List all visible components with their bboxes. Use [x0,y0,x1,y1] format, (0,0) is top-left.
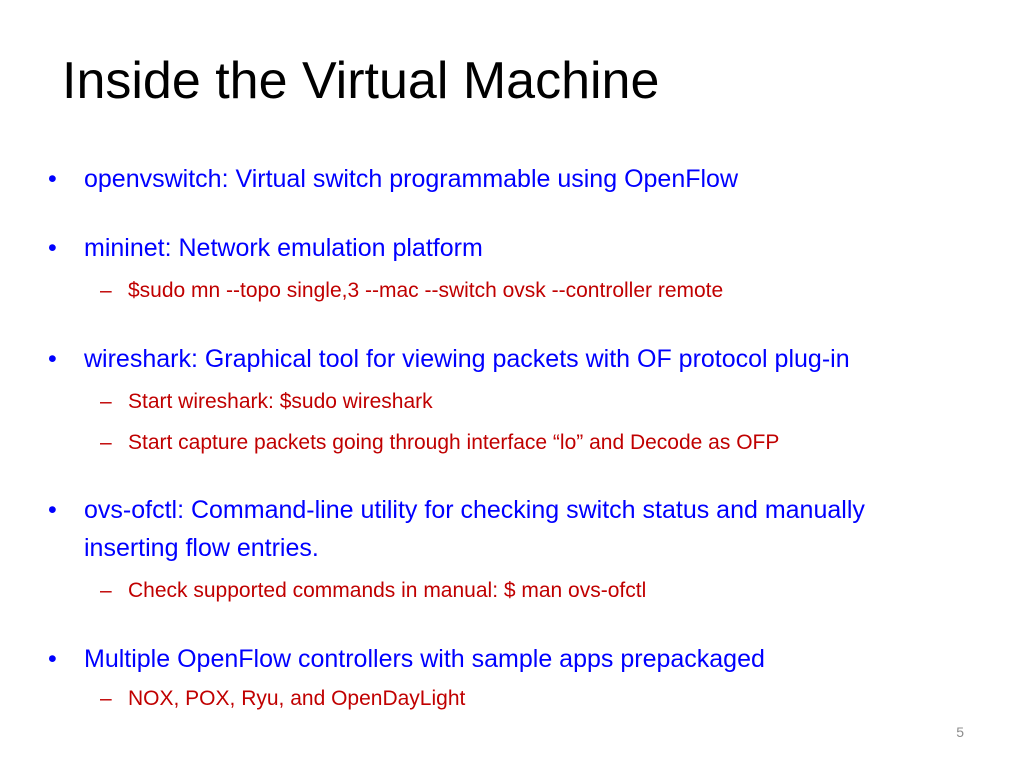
sub-bullet-text: $sudo mn --topo single,3 --mac --switch … [128,279,724,302]
bullet-openvswitch: • openvswitch: Virtual switch programmab… [48,160,984,198]
bullet-marker: • [48,645,57,673]
sub-bullet-marker: – [100,579,112,602]
bullet-marker: • [48,345,57,373]
bullet-text: openvswitch: Virtual switch programmable… [84,165,739,193]
bullet-wireshark: • wireshark: Graphical tool for viewing … [48,340,994,378]
sub-bullet-marker: – [100,279,112,302]
sub-bullet-wireshark-start: – Start wireshark: $sudo wireshark [100,387,988,417]
sub-bullet-text: Start wireshark: $sudo wireshark [128,390,433,413]
sub-bullet-marker: – [100,431,112,454]
bullet-marker: • [48,234,57,262]
bullet-text: ovs-ofctl: Command-line utility for chec… [84,496,865,562]
sub-bullet-marker: – [100,390,112,413]
bullet-marker: • [48,165,57,193]
sub-bullet-ovs-ofctl-manual: – Check supported commands in manual: $ … [100,576,988,606]
sub-bullet-controllers-list: – NOX, POX, Ryu, and OpenDayLight [100,684,988,714]
bullet-text: Multiple OpenFlow controllers with sampl… [84,645,765,673]
bullet-ovs-ofctl: • ovs-ofctl: Command-line utility for ch… [48,491,874,567]
sub-bullet-text: Start capture packets going through inte… [128,431,780,454]
bullet-text: mininet: Network emulation platform [84,234,483,262]
bullet-controllers: • Multiple OpenFlow controllers with sam… [48,640,984,678]
slide-title: Inside the Virtual Machine [62,52,660,110]
sub-bullet-text: NOX, POX, Ryu, and OpenDayLight [128,687,466,710]
bullet-mininet: • mininet: Network emulation platform [48,229,984,267]
bullet-marker: • [48,496,57,524]
page-number: 5 [956,724,964,740]
sub-bullet-mininet-command: – $sudo mn --topo single,3 --mac --switc… [100,276,988,306]
sub-bullet-marker: – [100,687,112,710]
bullet-text: wireshark: Graphical tool for viewing pa… [84,345,850,373]
sub-bullet-text: Check supported commands in manual: $ ma… [128,579,647,602]
sub-bullet-wireshark-capture: – Start capture packets going through in… [100,428,988,458]
